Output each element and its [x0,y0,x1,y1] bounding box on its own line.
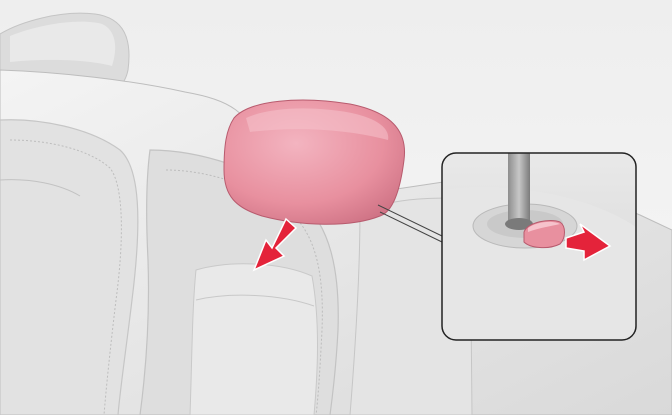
detail-inset [442,153,636,340]
detail-inset-frame [441,152,637,341]
center-lower-panel [189,263,318,415]
callout-leader [377,204,443,243]
headrest-post [508,153,530,225]
left-seat-cushion [0,119,139,415]
down-arrow-icon [252,217,298,272]
push-arrow-icon [565,223,612,262]
